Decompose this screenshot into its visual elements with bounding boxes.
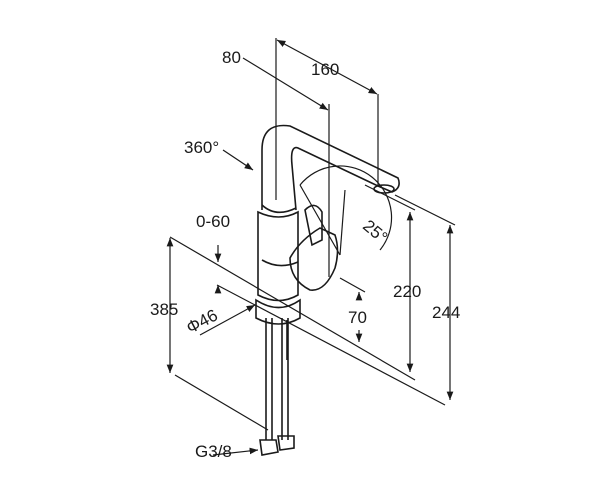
dim-80: 80 — [222, 48, 241, 67]
dim-360: 360° — [184, 138, 220, 157]
dim-160: 160 — [311, 60, 340, 79]
dim-385: 385 — [150, 300, 179, 319]
dim-70: 70 — [348, 308, 367, 327]
dim-220: 220 — [393, 282, 422, 301]
dimension-lines — [166, 39, 454, 456]
extension-lines — [169, 38, 456, 431]
dim-g3-8: G3/8 — [195, 442, 232, 461]
dim-0-60: 0-60 — [196, 212, 231, 231]
dim-244: 244 — [432, 303, 461, 322]
faucet-body — [255, 124, 400, 456]
